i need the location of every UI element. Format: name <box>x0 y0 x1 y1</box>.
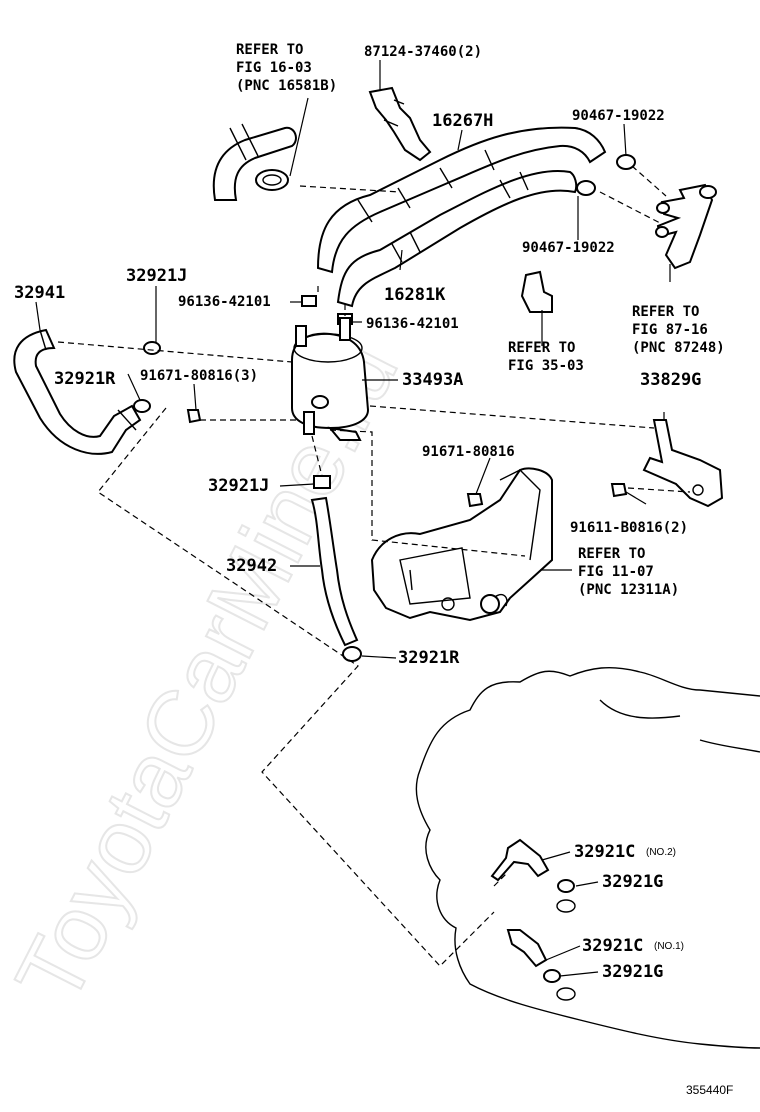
label-33829g: 33829G <box>640 370 701 390</box>
hose-bands-mid <box>391 171 529 263</box>
clip-87124 <box>368 86 432 162</box>
bracket-35-03 <box>520 270 553 313</box>
clamp-32921r-left <box>133 399 151 413</box>
hose-16281k <box>336 169 578 308</box>
label-87124: 87124-37460(2) <box>364 44 482 60</box>
bolt-91671 <box>466 493 484 508</box>
ref-11-07-line3: (PNC 12311A) <box>578 582 679 598</box>
pipe-32921c-no1 <box>506 929 548 968</box>
ref-16-03-line3: (PNC 16581B) <box>236 78 337 94</box>
clamp-32921j-top <box>143 341 161 355</box>
pipe-32921c-no2 <box>490 838 550 882</box>
gasket-32921g-lower <box>543 969 561 983</box>
label-32921c-no1: 32921C <box>582 936 643 956</box>
ref-35-03-line1: REFER TO <box>508 340 575 356</box>
label-90467-mid: 90467-19022 <box>522 240 615 256</box>
hose-bands-top <box>357 149 495 223</box>
ref-11-07-line1: REFER TO <box>578 546 645 562</box>
clamp-32921j-mid <box>313 475 331 489</box>
clip-96136-a <box>301 295 317 307</box>
hose-16267h <box>316 126 607 274</box>
ref-87-16-line3: (PNC 87248) <box>632 340 725 356</box>
label-96136-b: 96136-42101 <box>366 316 459 332</box>
bolt-91671-left <box>186 409 202 424</box>
clamp-90467-mid <box>576 180 596 196</box>
gasket-32921g-upper <box>557 879 575 893</box>
label-32921j-mid: 32921J <box>208 476 269 496</box>
clamp-32921r-bottom <box>342 646 362 662</box>
ref-16-03-line2: FIG 16-03 <box>236 60 312 76</box>
ref-87-16-line2: FIG 87-16 <box>632 322 708 338</box>
label-32921g-lower: 32921G <box>602 962 663 982</box>
bracket-11-07 <box>370 467 553 622</box>
label-33493a: 33493A <box>402 370 463 390</box>
label-32921r-bottom: 32921R <box>398 648 460 668</box>
label-32921c-no2: 32921C <box>574 842 635 862</box>
label-32921g-upper: 32921G <box>602 872 663 892</box>
label-91611: 91611-B0816(2) <box>570 520 688 536</box>
label-16281k: 16281K <box>384 285 446 305</box>
label-32921r-left: 32921R <box>54 369 116 389</box>
bolt-91611 <box>610 483 628 498</box>
hose-stub-left <box>212 126 297 201</box>
label-90467-top: 90467-19022 <box>572 108 665 124</box>
ref-16-03-line1: REFER TO <box>236 42 303 58</box>
label-32921c-no2-note: (NO.2) <box>646 847 676 858</box>
label-32941: 32941 <box>14 283 65 303</box>
engine-outline <box>415 667 760 1049</box>
label-91671-3: 91671-80816(3) <box>140 368 258 384</box>
hose-32941 <box>13 328 142 455</box>
ref-11-07-line2: FIG 11-07 <box>578 564 654 580</box>
ref-87-16-line1: REFER TO <box>632 304 699 320</box>
label-32921j-top: 32921J <box>126 266 187 286</box>
label-91671: 91671-80816 <box>422 444 515 460</box>
label-96136-a: 96136-42101 <box>178 294 271 310</box>
bracket-33829g <box>642 419 724 508</box>
leader-lines <box>35 60 671 977</box>
ref-35-03-line2: FIG 35-03 <box>508 358 584 374</box>
clamp-16581b <box>255 169 289 191</box>
label-16267h: 16267H <box>432 111 493 131</box>
label-32921c-no1-note: (NO.1) <box>654 941 684 952</box>
clip-left-top <box>229 123 259 161</box>
dashed-connections <box>57 165 691 967</box>
diagram-id: 355440F <box>686 1083 733 1097</box>
label-32942: 32942 <box>226 556 277 576</box>
hose-32942 <box>310 496 359 647</box>
